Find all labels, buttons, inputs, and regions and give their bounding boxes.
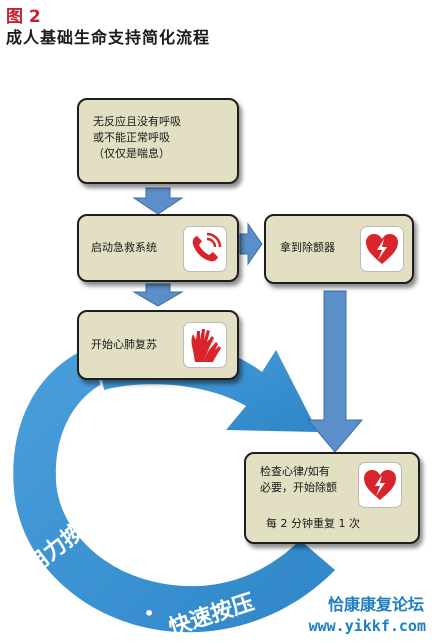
- step-assess-box: 无反应且没有呼吸 或不能正常呼吸 （仅仅是喘息）: [77, 98, 239, 184]
- arrow-assess-to-call: [132, 187, 184, 215]
- cpr-hands-icon: [183, 322, 227, 368]
- step-call-ems-box: 启动急救系统: [77, 214, 239, 282]
- step-cpr-box: 开始心肺复苏: [77, 310, 239, 380]
- step-cpr-text: 开始心肺复苏: [91, 338, 157, 351]
- step-get-aed-text: 拿到除颤器: [280, 241, 335, 254]
- cycle-ring: [13, 345, 335, 633]
- figure-title: 成人基础生命支持简化流程: [6, 28, 211, 47]
- watermark-name: 恰康康复论坛: [327, 595, 424, 614]
- aed-heart-icon: [360, 226, 404, 272]
- aed-heart-icon: [358, 462, 402, 508]
- step-repeat-text: 每 2 分钟重复 1 次: [266, 517, 360, 530]
- step-get-aed-box: 拿到除颤器: [264, 214, 414, 284]
- arrow-aed-to-check: [306, 290, 364, 453]
- figure-label: 图 2: [6, 7, 41, 27]
- step-call-ems-text: 启动急救系统: [91, 241, 157, 254]
- watermark-url: www.yikkf.com: [308, 617, 426, 635]
- arrow-call-to-cpr: [132, 283, 184, 307]
- cycle-separator: •: [144, 604, 155, 623]
- step-check-rhythm-text: 检查心律/如有 必要，开始除颤: [260, 465, 337, 494]
- phone-icon: [183, 226, 227, 272]
- step-check-rhythm-box: 检查心律/如有 必要，开始除颤 每 2 分钟重复 1 次: [244, 452, 420, 544]
- arrow-call-to-aed: [239, 222, 263, 266]
- step-assess-text: 无反应且没有呼吸 或不能正常呼吸 （仅仅是喘息）: [93, 115, 181, 160]
